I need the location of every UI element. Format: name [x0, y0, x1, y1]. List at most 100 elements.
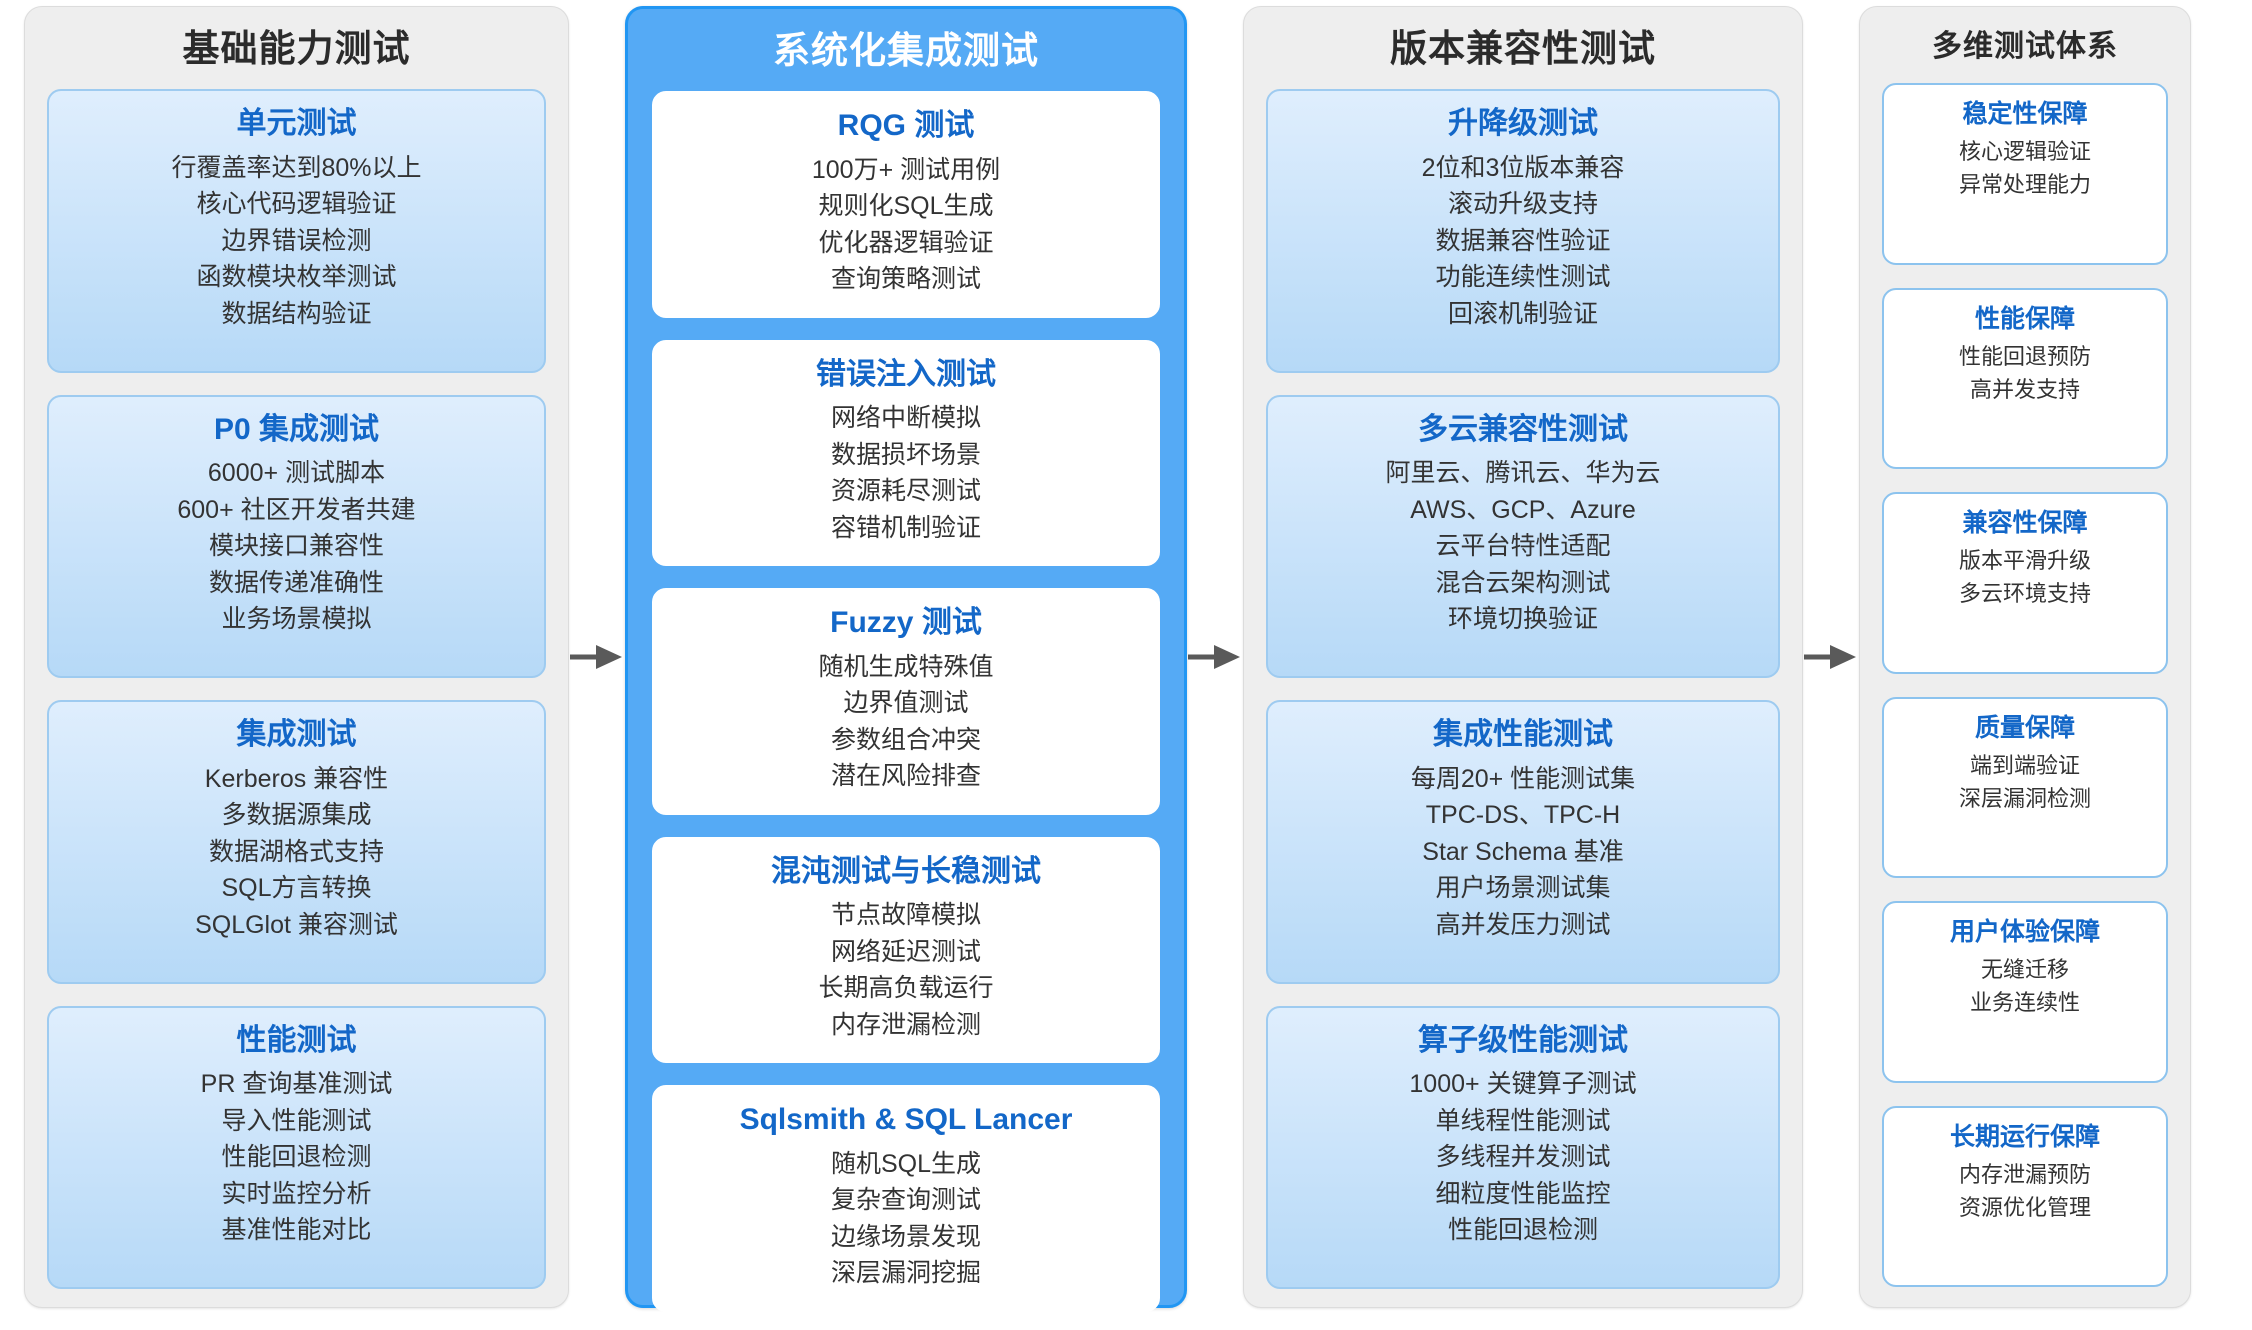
- card-line: 资源优化管理: [1958, 1194, 2091, 1220]
- card-line: SQL方言转换: [221, 874, 372, 903]
- card-line: 端到端验证: [1969, 752, 2080, 778]
- card-performance-assurance[interactable]: 性能保障 性能回退预防 高并发支持: [1882, 287, 2168, 469]
- card-rqg-testing[interactable]: RQG 测试 100万+ 测试用例 规则化SQL生成 优化器逻辑验证 查询策略测…: [652, 91, 1160, 318]
- card-title: RQG 测试: [837, 109, 975, 143]
- card-stability-assurance[interactable]: 稳定性保障 核心逻辑验证 异常处理能力: [1882, 83, 2168, 265]
- card-title: 兼容性保障: [1962, 509, 2088, 537]
- column-title: 系统化集成测试: [773, 30, 1039, 71]
- card-line: 长期高负载运行: [818, 974, 994, 1003]
- card-operator-level-performance-testing[interactable]: 算子级性能测试 1000+ 关键算子测试 单线程性能测试 多线程并发测试 细粒度…: [1266, 1005, 1780, 1290]
- card-line-list: 1000+ 关键算子测试 单线程性能测试 多线程并发测试 细粒度性能监控 性能回…: [1280, 1067, 1766, 1249]
- card-line: 查询策略测试: [830, 265, 981, 294]
- card-performance-testing[interactable]: 性能测试 PR 查询基准测试 导入性能测试 性能回退检测 实时监控分析 基准性能…: [47, 1005, 546, 1290]
- column-multi-dimensional-testing-system: 多维测试体系 稳定性保障 核心逻辑验证 异常处理能力 性能保障 性能回退预防 高…: [1859, 6, 2191, 1308]
- column-version-compatibility-testing: 版本兼容性测试 升降级测试 2位和3位版本兼容 滚动升级支持 数据兼容性验证 功…: [1243, 6, 1803, 1308]
- card-line-list: PR 查询基准测试 导入性能测试 性能回退检测 实时监控分析 基准性能对比: [61, 1067, 532, 1249]
- card-chaos-and-longevity-testing[interactable]: 混沌测试与长稳测试 节点故障模拟 网络延迟测试 长期高负载运行 内存泄漏检测: [652, 836, 1160, 1064]
- card-line-list: 行覆盖率达到80%以上 核心代码逻辑验证 边界错误检测 函数模块枚举测试 数据结…: [61, 151, 532, 333]
- card-title: 质量保障: [1974, 713, 2075, 742]
- card-user-experience-assurance[interactable]: 用户体验保障 无缝迁移 业务连续性: [1882, 901, 2168, 1083]
- card-line-list: 内存泄漏预防 资源优化管理: [1896, 1159, 2154, 1224]
- card-line: 性能回退检测: [1447, 1216, 1598, 1245]
- card-unit-testing[interactable]: 单元测试 行覆盖率达到80%以上 核心代码逻辑验证 边界错误检测 函数模块枚举测…: [47, 89, 546, 373]
- card-line: SQLGlot 兼容测试: [195, 910, 398, 939]
- card-line: 业务连续性: [1969, 990, 2080, 1016]
- card-integration-testing[interactable]: 集成测试 Kerberos 兼容性 多数据源集成 数据湖格式支持 SQL方言转换…: [47, 700, 546, 984]
- card-quality-assurance[interactable]: 质量保障 端到端验证 深层漏洞检测: [1882, 696, 2168, 878]
- card-title: 性能保障: [1974, 304, 2075, 333]
- card-line: 多线程并发测试: [1435, 1143, 1611, 1172]
- card-title: 混沌测试与长稳测试: [771, 854, 1041, 888]
- card-line: 节点故障模拟: [830, 901, 981, 930]
- arrow-col3-to-col4: [1803, 6, 1859, 1308]
- card-line: 内存泄漏检测: [830, 1010, 981, 1039]
- card-title: 单元测试: [236, 107, 357, 141]
- card-line: 600+ 社区开发者共建: [177, 495, 416, 524]
- card-line: 边缘场景发现: [830, 1222, 981, 1251]
- card-title: 长期运行保障: [1949, 1122, 2100, 1151]
- card-line: 数据湖格式支持: [208, 837, 384, 866]
- card-line-list: 随机生成特殊值 边界值测试 参数组合冲突 潜在风险排查: [666, 650, 1146, 795]
- card-line: 2位和3位版本兼容: [1421, 153, 1625, 182]
- card-line: TPC-DS、TPC-H: [1425, 801, 1621, 830]
- card-line: 容错机制验证: [830, 513, 981, 542]
- card-title: Sqlsmith & SQL Lancer: [739, 1103, 1073, 1137]
- card-title: Fuzzy 测试: [830, 606, 982, 640]
- card-line: 细粒度性能监控: [1435, 1179, 1611, 1208]
- card-fuzzy-testing[interactable]: Fuzzy 测试 随机生成特殊值 边界值测试 参数组合冲突 潜在风险排查: [652, 588, 1160, 815]
- card-upgrade-downgrade-testing[interactable]: 升降级测试 2位和3位版本兼容 滚动升级支持 数据兼容性验证 功能连续性测试 回…: [1266, 89, 1780, 373]
- column-card-list: 升降级测试 2位和3位版本兼容 滚动升级支持 数据兼容性验证 功能连续性测试 回…: [1244, 89, 1802, 1307]
- card-line-list: 6000+ 测试脚本 600+ 社区开发者共建 模块接口兼容性 数据传递准确性 …: [61, 456, 532, 638]
- card-line: 实时监控分析: [221, 1179, 372, 1208]
- card-line: 数据损坏场景: [830, 440, 981, 469]
- card-line-list: 随机SQL生成 复杂查询测试 边缘场景发现 深层漏洞挖掘: [666, 1147, 1146, 1292]
- card-compatibility-assurance[interactable]: 兼容性保障 版本平滑升级 多云环境支持: [1882, 492, 2168, 674]
- card-line: 功能连续性测试: [1435, 263, 1611, 292]
- card-long-term-operation-assurance[interactable]: 长期运行保障 内存泄漏预防 资源优化管理: [1882, 1105, 2168, 1287]
- card-line-list: 节点故障模拟 网络延迟测试 长期高负载运行 内存泄漏检测: [666, 898, 1146, 1043]
- card-line: 复杂查询测试: [830, 1186, 981, 1215]
- card-line: 资源耗尽测试: [830, 477, 981, 506]
- card-line: Star Schema 基准: [1422, 837, 1624, 866]
- card-line-list: 性能回退预防 高并发支持: [1896, 341, 2154, 406]
- card-title: 性能测试: [236, 1023, 357, 1057]
- card-line: 核心逻辑验证: [1958, 139, 2091, 165]
- card-title: 升降级测试: [1448, 107, 1598, 141]
- card-line: 每周20+ 性能测试集: [1410, 764, 1636, 793]
- card-line: 边界值测试: [843, 689, 969, 718]
- card-line-list: 无缝迁移 业务连续性: [1896, 954, 2154, 1019]
- arrow-col1-to-col2: [569, 6, 625, 1308]
- card-line: 深层漏洞挖掘: [830, 1259, 981, 1288]
- card-line: 随机生成特殊值: [818, 652, 994, 681]
- card-multi-cloud-compatibility-testing[interactable]: 多云兼容性测试 阿里云、腾讯云、华为云 AWS、GCP、Azure 云平台特性适…: [1266, 394, 1780, 679]
- card-line: 深层漏洞检测: [1958, 785, 2091, 811]
- card-p0-integration-testing[interactable]: P0 集成测试 6000+ 测试脚本 600+ 社区开发者共建 模块接口兼容性 …: [47, 394, 546, 679]
- card-fault-injection-testing[interactable]: 错误注入测试 网络中断模拟 数据损坏场景 资源耗尽测试 容错机制验证: [652, 339, 1160, 567]
- card-line: 阿里云、腾讯云、华为云: [1385, 459, 1661, 488]
- card-line-list: 每周20+ 性能测试集 TPC-DS、TPC-H Star Schema 基准 …: [1280, 762, 1766, 944]
- column-title: 基础能力测试: [182, 28, 411, 69]
- card-sqlsmith-sql-lancer[interactable]: Sqlsmith & SQL Lancer 随机SQL生成 复杂查询测试 边缘场…: [652, 1085, 1160, 1312]
- card-line: 多数据源集成: [221, 801, 372, 830]
- column-card-list: 单元测试 行覆盖率达到80%以上 核心代码逻辑验证 边界错误检测 函数模块枚举测…: [25, 89, 568, 1307]
- card-integration-performance-testing[interactable]: 集成性能测试 每周20+ 性能测试集 TPC-DS、TPC-H Star Sch…: [1266, 700, 1780, 984]
- card-line: 参数组合冲突: [830, 725, 981, 754]
- card-line: 6000+ 测试脚本: [207, 459, 386, 488]
- card-line: Kerberos 兼容性: [204, 764, 389, 793]
- card-title: P0 集成测试: [213, 412, 380, 446]
- card-line: 版本平滑升级: [1958, 548, 2091, 574]
- card-line-list: 2位和3位版本兼容 滚动升级支持 数据兼容性验证 功能连续性测试 回滚机制验证: [1280, 151, 1766, 333]
- card-line: 100万+ 测试用例: [811, 155, 1001, 184]
- column-card-list: RQG 测试 100万+ 测试用例 规则化SQL生成 优化器逻辑验证 查询策略测…: [628, 91, 1184, 1330]
- card-line-list: Kerberos 兼容性 多数据源集成 数据湖格式支持 SQL方言转换 SQLG…: [61, 762, 532, 944]
- card-line: 多云环境支持: [1958, 581, 2091, 607]
- card-line: PR 查询基准测试: [200, 1070, 393, 1099]
- card-line: 数据传递准确性: [208, 568, 384, 597]
- card-line: 高并发支持: [1969, 376, 2080, 402]
- card-title: 算子级性能测试: [1418, 1023, 1628, 1057]
- card-line: 基准性能对比: [221, 1216, 372, 1245]
- card-line: 优化器逻辑验证: [818, 228, 994, 257]
- card-title: 多云兼容性测试: [1418, 412, 1628, 446]
- card-line: 环境切换验证: [1447, 605, 1598, 634]
